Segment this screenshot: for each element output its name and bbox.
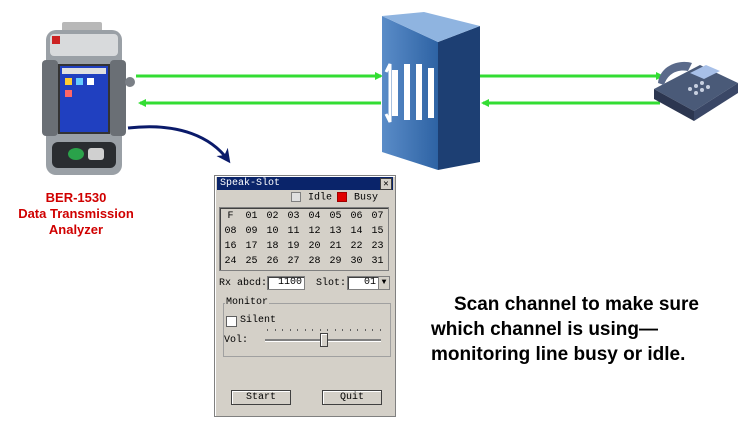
slot-cell[interactable]: 31 (371, 256, 384, 267)
slider-tick (304, 329, 306, 331)
legend-idle: Idle (291, 192, 332, 204)
slot-cell[interactable]: 20 (308, 241, 321, 252)
slot-cell[interactable]: 01 (245, 211, 258, 222)
slot-cell[interactable]: 07 (371, 211, 384, 222)
slider-tick (312, 329, 313, 331)
start-button[interactable]: Start (231, 390, 291, 405)
slider-tick (372, 329, 373, 331)
slot-cell[interactable]: 19 (287, 241, 300, 252)
slot-cell[interactable]: 14 (350, 226, 363, 237)
slot-cell[interactable]: 13 (329, 226, 342, 237)
slot-cell[interactable]: 05 (329, 211, 342, 222)
slot-grid: F 01 02 03 04 05 06 07 08 09 10 11 12 13 14 15 16 17 18 19 2… (219, 207, 389, 271)
slot-cell[interactable]: 24 (224, 256, 237, 267)
slider-tick (349, 329, 351, 331)
slot-cell[interactable]: 25 (245, 256, 258, 267)
chevron-down-icon[interactable]: ▼ (378, 277, 389, 289)
vol-label: Vol: (224, 335, 249, 346)
slot-cell[interactable]: 30 (350, 256, 363, 267)
idle-swatch (291, 192, 301, 202)
legend-busy-label: Busy (354, 192, 379, 204)
monitor-group (223, 303, 391, 357)
legend-busy: Busy (337, 192, 378, 204)
slot-cell[interactable]: 06 (350, 211, 363, 222)
slider-tick (342, 329, 343, 331)
slider-tick (357, 329, 358, 331)
device-caption-line3: Analyzer (48, 222, 104, 237)
slot-cell[interactable]: 11 (287, 226, 300, 237)
slider-tick (282, 329, 283, 331)
volume-slider-thumb[interactable] (320, 333, 328, 347)
pointer-arrow (127, 125, 231, 164)
description-line3: monitoring line busy or idle. (431, 344, 686, 365)
description-line2: which channel is using— (431, 319, 658, 340)
slot-cell[interactable]: 04 (308, 211, 321, 222)
slot-cell[interactable]: 02 (266, 211, 279, 222)
slider-tick (364, 329, 366, 331)
slot-cell[interactable]: 21 (329, 241, 342, 252)
slot-select[interactable]: 01 ▼ (347, 276, 390, 290)
busy-swatch (337, 192, 347, 202)
slot-cell[interactable]: 22 (350, 241, 363, 252)
slot-cell[interactable]: 03 (287, 211, 300, 222)
description-text: Scan channel to make sure which channel … (431, 292, 751, 367)
slot-cell[interactable]: 17 (245, 241, 258, 252)
slider-tick (297, 329, 298, 331)
slot-cell[interactable]: 27 (287, 256, 300, 267)
close-button[interactable]: ✕ (380, 178, 392, 190)
slot-select-value: 01 (363, 277, 376, 288)
slot-cell[interactable]: F (227, 211, 234, 222)
rx-abcd-field[interactable]: 1100 (267, 276, 305, 290)
device-caption-line2: Data Transmission (18, 206, 134, 221)
slot-cell[interactable]: 18 (266, 241, 279, 252)
slot-cell[interactable]: 10 (266, 226, 279, 237)
slot-cell[interactable]: 16 (224, 241, 237, 252)
slider-tick (379, 329, 381, 331)
silent-label: Silent (240, 315, 277, 326)
digital-switch-icon (382, 12, 480, 170)
slot-cell[interactable]: 08 (224, 226, 237, 237)
slot-cell[interactable]: 15 (371, 226, 384, 237)
telephone-icon (654, 61, 738, 121)
slot-cell[interactable]: 09 (245, 226, 258, 237)
handheld-tester-icon (42, 22, 135, 175)
legend-idle-label: Idle (308, 192, 333, 204)
device-model: BER-1530 (45, 190, 107, 205)
slider-tick (274, 329, 276, 331)
slot-cell[interactable]: 23 (371, 241, 384, 252)
slot-cell[interactable]: 26 (266, 256, 279, 267)
slider-tick (319, 329, 321, 331)
slot-cell[interactable]: 28 (308, 256, 321, 267)
dialog-titlebar: Speak-Slot ✕ (217, 177, 393, 190)
slider-tick (267, 329, 268, 331)
description-line1: Scan channel to make sure (454, 294, 699, 315)
slot-cell[interactable]: 29 (329, 256, 342, 267)
dialog-title: Speak-Slot (220, 178, 281, 189)
slider-tick (289, 329, 291, 331)
silent-checkbox[interactable] (226, 316, 237, 327)
volume-slider[interactable] (265, 327, 381, 347)
monitor-group-title: Monitor (225, 297, 270, 309)
quit-button[interactable]: Quit (322, 390, 382, 405)
slider-tick (334, 329, 336, 331)
analyzer-caption: BER-1530 Data Transmission Analyzer (0, 190, 152, 238)
slot-cell[interactable]: 12 (308, 226, 321, 237)
slider-tick (327, 329, 328, 331)
speak-slot-dialog: Speak-Slot ✕ Idle Busy F 01 02 03 04 05 06 07 08… (214, 175, 396, 417)
slot-label: Slot: (316, 278, 347, 289)
rx-abcd-label: Rx abcd: (219, 278, 268, 289)
